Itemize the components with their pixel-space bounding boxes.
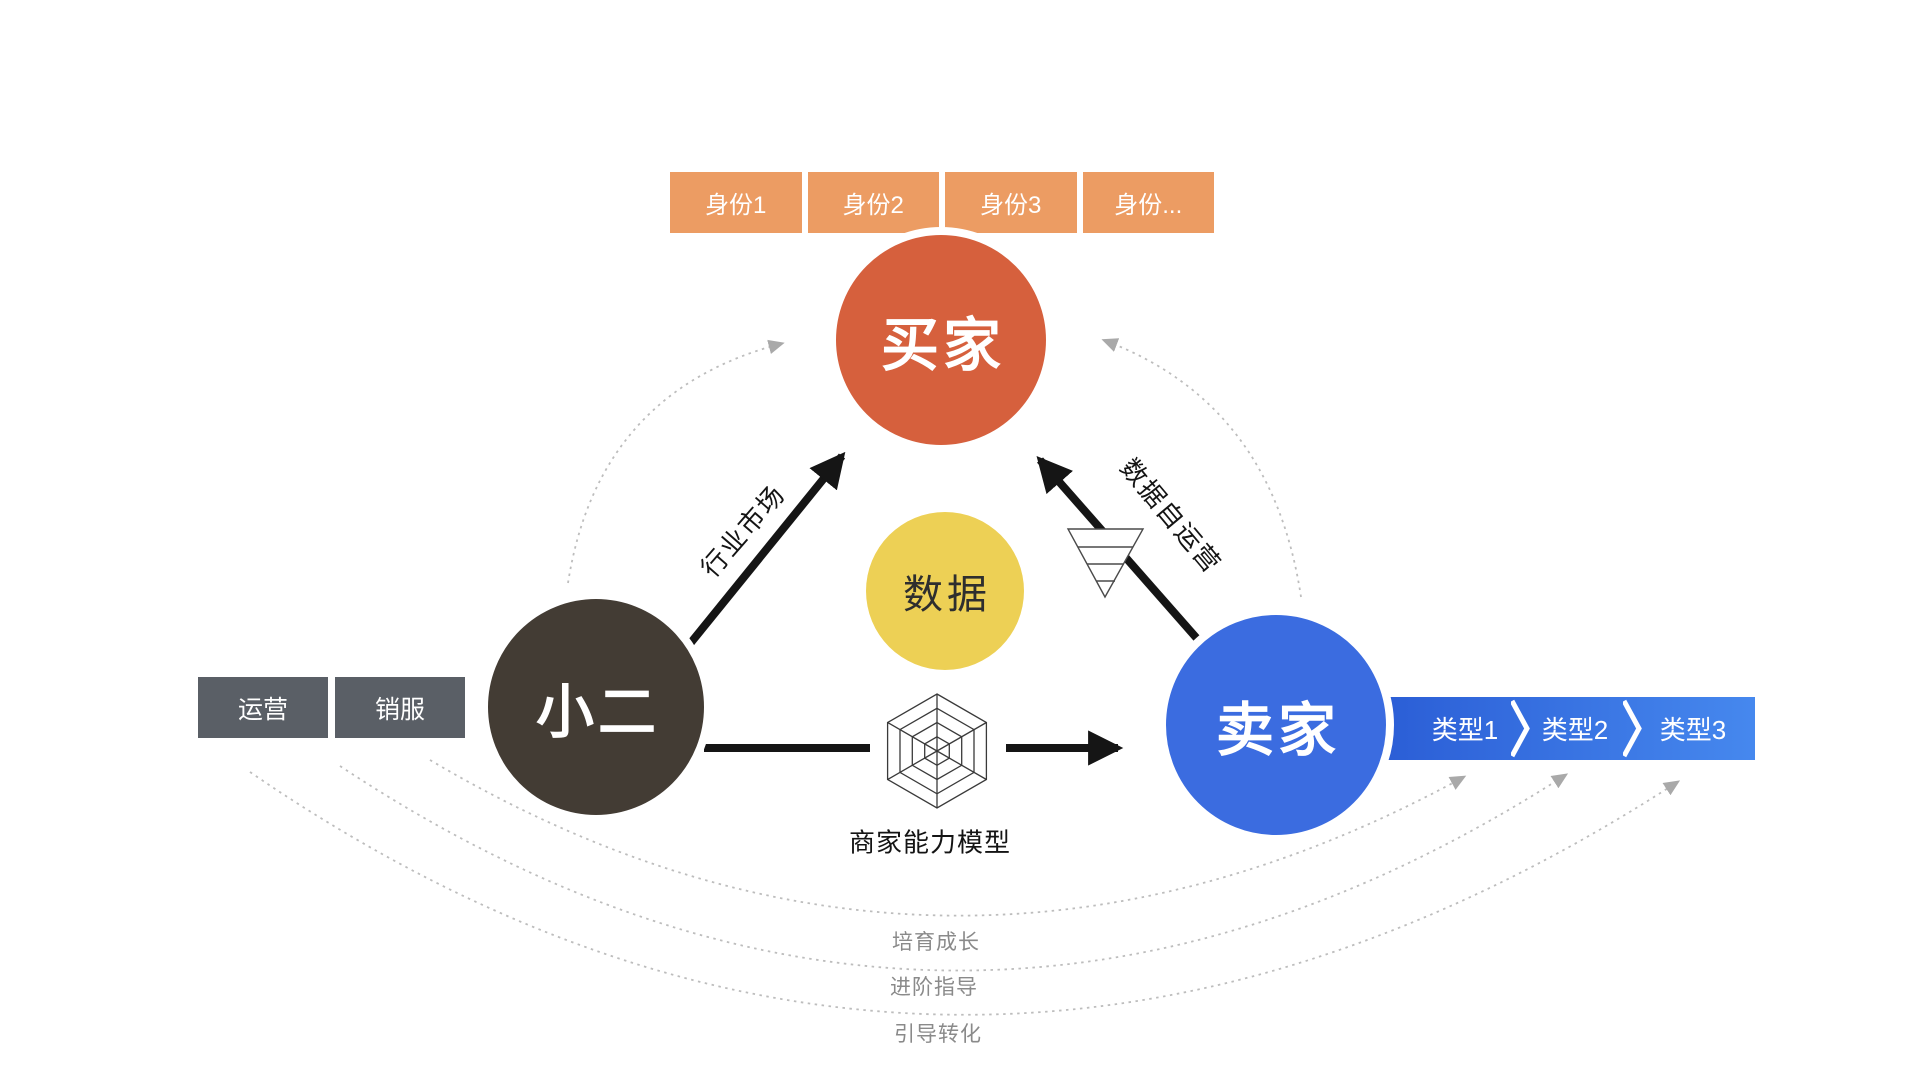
chevron-separator-icon [1623,699,1642,758]
staff-box-row: 运营 销服 [198,677,465,738]
data-node: 数据 [866,512,1024,670]
buyer-node: 买家 [828,227,1054,453]
type-chevron-1: 类型1 [1431,715,1499,745]
arrow-staff-to-buyer [668,451,846,669]
seller-node: 卖家 [1158,607,1394,843]
staff-box-sales-service: 销服 [335,677,465,738]
edge-label-merchant-capability-model: 商家能力模型 [848,827,1012,858]
growth-path-label-2: 进阶指导 [890,976,978,999]
type-chevron-2: 类型2 [1541,715,1609,745]
identity-box-more: 身份... [1082,172,1214,233]
staff-node: 小二 [480,591,712,823]
staff-node-label: 小二 [535,680,660,745]
identity-box-2: 身份2 [807,172,939,233]
type-chevron-3: 类型3 [1659,715,1727,745]
identity-box-3: 身份3 [945,172,1077,233]
growth-path-label-1: 培育成长 [892,931,980,954]
growth-path-label-3: 引导转化 [894,1023,982,1046]
dotted-arc-growth-1 [429,759,1467,917]
seller-node-label: 卖家 [1215,698,1340,763]
radar-hexagon-icon [886,693,988,809]
buyer-node-label: 买家 [880,313,1005,378]
dotted-arc-growth-3 [249,771,1681,1016]
dotted-arc-seller-to-buyer [1101,338,1302,598]
identity-box-1: 身份1 [670,172,802,233]
identity-box-row: 身份1 身份2 身份3 身份... [670,172,1214,233]
staff-box-operations: 运营 [198,677,328,738]
chevron-separator-icon [1511,699,1530,758]
data-node-label: 数据 [903,573,991,617]
seller-type-chevron-strip: 类型1 类型2 类型3 [1385,697,1755,760]
funnel-icon [1066,528,1145,599]
dotted-arc-growth-2 [339,765,1569,972]
